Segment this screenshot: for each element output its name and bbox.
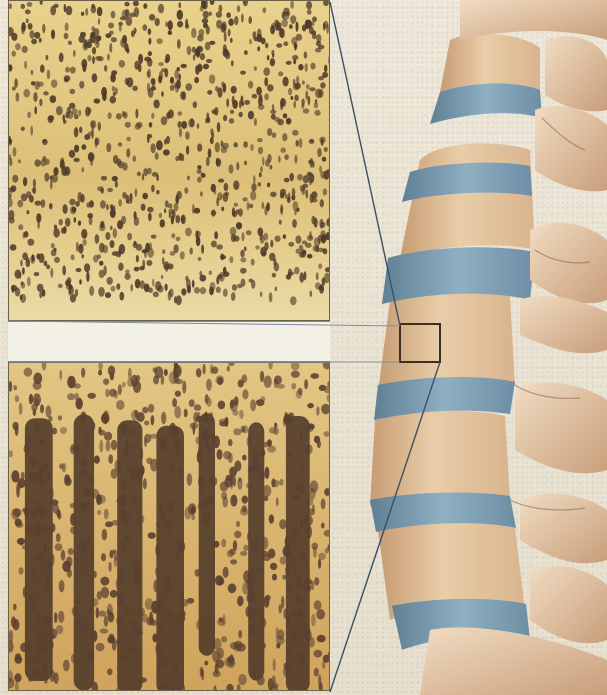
osteoporotic-bone-texture: [9, 363, 330, 691]
section-divider-strip: [8, 321, 330, 362]
healthy-bone-panel: [8, 0, 330, 321]
osteoporotic-bone-panel: [8, 362, 330, 691]
lumbar-spine-illustration: [330, 0, 607, 695]
vertebral-bodies: [370, 34, 540, 620]
healthy-bone-texture: [9, 1, 330, 321]
